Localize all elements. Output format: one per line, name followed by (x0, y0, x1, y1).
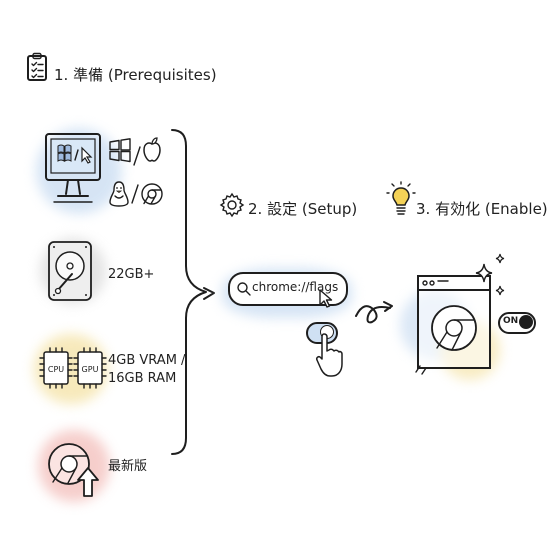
sparkle-icon (470, 253, 510, 308)
prerequisites-title: 1. 準備 (Prerequisites) (54, 66, 217, 84)
apple-icon (142, 136, 162, 166)
clipboard-icon (26, 52, 48, 86)
enable-toggle-label: ON (503, 316, 519, 326)
enable-title: 3. 有効化 (Enable) (416, 200, 548, 218)
memory-requirement-label-line2: 16GB RAM (108, 371, 177, 386)
pointing-hand-icon (316, 332, 346, 382)
search-icon (236, 281, 252, 301)
monitor-icon (44, 132, 102, 218)
cpu-chip-label: CPU (48, 365, 64, 374)
windows-icon (108, 138, 132, 166)
brace-connector (168, 128, 218, 477)
gpu-chip-label: GPU (82, 365, 99, 374)
chrome-update-icon (44, 438, 104, 502)
hard-drive-icon (46, 240, 94, 306)
lightbulb-icon (386, 181, 416, 222)
setup-title: 2. 設定 (Setup) (248, 200, 358, 218)
slash-divider (130, 184, 140, 208)
gear-icon (219, 192, 245, 222)
storage-requirement-label: 22GB+ (108, 267, 155, 282)
version-requirement-label: 最新版 (108, 459, 148, 474)
loop-arrow-connector (354, 294, 402, 334)
address-text: chrome://flags (252, 280, 339, 294)
cpu-chip-icon: CPU (39, 347, 73, 392)
browser-window (414, 272, 494, 380)
linux-icon (108, 180, 130, 212)
enable-toggle[interactable]: ON (498, 312, 536, 334)
chrome-icon (140, 182, 164, 210)
cursor-arrow-icon (318, 288, 334, 314)
memory-requirement-label-line1: 4GB VRAM / (108, 353, 186, 368)
gpu-chip-icon: GPU (73, 347, 107, 392)
slash-divider (132, 146, 142, 170)
